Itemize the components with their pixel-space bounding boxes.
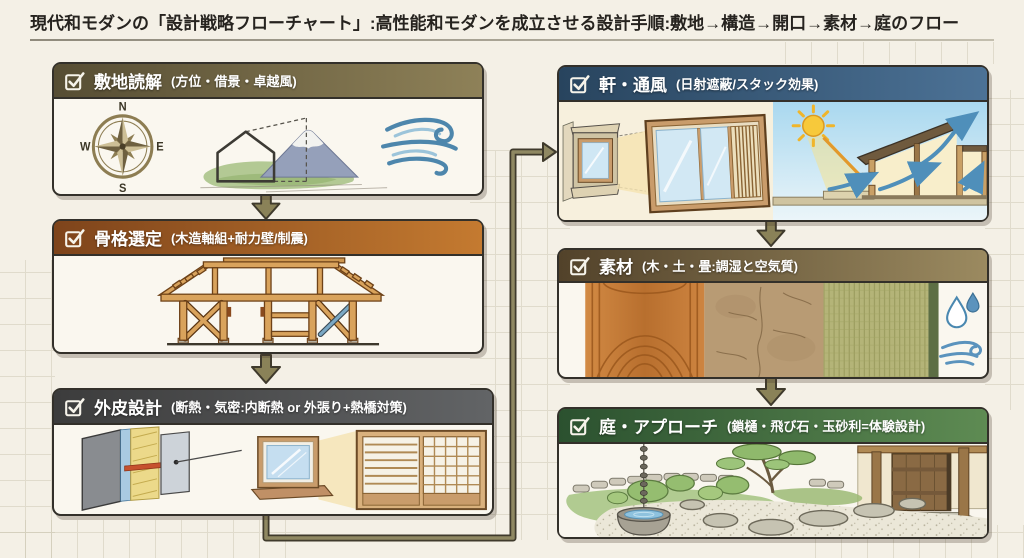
airflow-arrows bbox=[827, 111, 985, 199]
step-subtitle: (木造軸組+耐力壁/制震) bbox=[171, 231, 308, 246]
flow-step-header: 庭・アプローチ (鎖樋・飛び石・玉砂利=体験設計) bbox=[559, 409, 987, 444]
flow-step-header: 素材 (木・土・畳:調湿と空気質) bbox=[559, 250, 987, 283]
flow-step-illustration bbox=[54, 256, 482, 352]
wood-texture bbox=[585, 283, 705, 377]
rain-chain bbox=[639, 444, 648, 513]
flow-step-eaves: 軒・通風 (日射遮蔽/スタック効果) bbox=[557, 65, 989, 222]
title-divider bbox=[30, 39, 994, 41]
flow-step-header: 軒・通風 (日射遮蔽/スタック効果) bbox=[559, 67, 987, 102]
tatami-texture bbox=[823, 283, 939, 377]
house-fuji-illustration bbox=[200, 117, 388, 193]
step-subtitle: (木・土・畳:調湿と空気質) bbox=[642, 259, 798, 274]
envelope-illustration bbox=[81, 426, 487, 511]
step-title: 軒・通風 bbox=[599, 76, 667, 95]
water-drops-icon bbox=[946, 292, 980, 329]
step-title: 庭・アプローチ bbox=[599, 418, 718, 437]
site-illustration: N E S W bbox=[80, 101, 458, 194]
garden-illustration bbox=[559, 444, 987, 537]
timber-frame-illustration bbox=[156, 257, 386, 346]
step-title: 骨格選定 bbox=[94, 230, 162, 249]
earth-plaster-texture bbox=[704, 283, 824, 377]
compass-south-label: S bbox=[119, 183, 127, 194]
down-arrow bbox=[756, 218, 786, 247]
wall-section-illustration bbox=[81, 426, 242, 511]
flow-step-structure: 骨格選定 (木造軸組+耐力壁/制震) bbox=[52, 219, 484, 354]
materials-illustration bbox=[585, 283, 983, 377]
down-arrow bbox=[251, 354, 281, 384]
sun-icon bbox=[791, 104, 836, 148]
eave-window-illustration bbox=[562, 113, 771, 214]
checkbox-icon bbox=[65, 398, 85, 417]
flow-step-header: 外皮設計 (断熱・気密:内断熱 or 外張り+熱橋対策) bbox=[54, 390, 492, 425]
shoji-illustration bbox=[355, 429, 487, 511]
flow-step-illustration bbox=[559, 283, 987, 377]
compass-north-label: N bbox=[119, 101, 127, 113]
step-subtitle: (断熱・気密:内断熱 or 外張り+熱橋対策) bbox=[171, 400, 407, 415]
compass-east-label: E bbox=[156, 142, 164, 154]
flow-step-envelope: 外皮設計 (断熱・気密:内断熱 or 外張り+熱橋対策) bbox=[52, 388, 494, 516]
stepping-stones bbox=[679, 497, 927, 536]
checkbox-icon bbox=[570, 257, 590, 276]
compass-west-label: W bbox=[80, 142, 91, 154]
flow-step-site: 敷地読解 (方位・借景・卓越風) N E S W bbox=[52, 62, 484, 196]
step-title: 外皮設計 bbox=[94, 399, 162, 418]
light-beam bbox=[318, 430, 357, 510]
flow-step-materials: 素材 (木・土・畳:調湿と空気質) bbox=[557, 248, 989, 379]
step-title: 敷地読解 bbox=[94, 73, 162, 92]
compass-icon: N E S W bbox=[80, 101, 164, 194]
step-subtitle: (方位・借景・卓越風) bbox=[171, 74, 297, 89]
airflow-icon bbox=[939, 340, 983, 366]
page-title: 現代和モダンの「設計戦略フローチャート」:高性能和モダンを成立させる設計手順:敷… bbox=[30, 14, 960, 33]
grid-texture bbox=[985, 90, 1024, 410]
flow-step-illustration: N E S W bbox=[54, 99, 482, 194]
grid-texture bbox=[0, 520, 300, 558]
down-arrow bbox=[756, 376, 786, 406]
wind-icon bbox=[381, 117, 458, 176]
checkbox-icon bbox=[570, 417, 590, 436]
flow-step-garden: 庭・アプローチ (鎖樋・飛び石・玉砂利=体験設計) bbox=[557, 407, 989, 539]
step-subtitle: (鎖樋・飛び石・玉砂利=体験設計) bbox=[727, 419, 926, 434]
flow-step-illustration bbox=[559, 444, 987, 537]
step-title: 素材 bbox=[599, 258, 633, 277]
grid-texture bbox=[0, 260, 55, 558]
checkbox-icon bbox=[65, 229, 85, 248]
eaves-ventilation-illustration bbox=[559, 102, 987, 220]
flow-step-header: 敷地読解 (方位・借景・卓越風) bbox=[54, 64, 482, 99]
stone-basin bbox=[616, 506, 671, 536]
checkbox-icon bbox=[570, 75, 590, 94]
flow-step-header: 骨格選定 (木造軸組+耐力壁/制震) bbox=[54, 221, 482, 256]
step-subtitle: (日射遮蔽/スタック効果) bbox=[676, 77, 819, 92]
checkbox-icon bbox=[65, 72, 85, 91]
flow-step-illustration bbox=[559, 102, 987, 220]
stack-effect-illustration bbox=[772, 102, 987, 220]
flow-step-illustration bbox=[54, 425, 492, 514]
grid-texture bbox=[760, 42, 1000, 64]
